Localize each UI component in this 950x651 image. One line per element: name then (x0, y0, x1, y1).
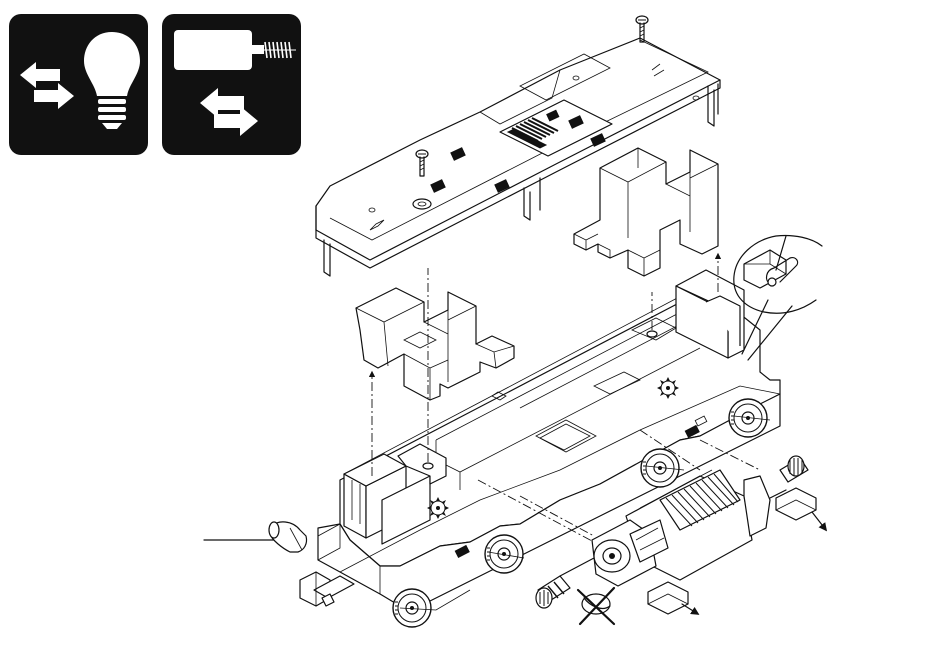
screw-2 (636, 16, 648, 42)
gear-front (427, 497, 449, 519)
wheel-4 (729, 399, 767, 437)
no-oil-symbol (578, 588, 614, 624)
wheel-3 (641, 449, 679, 487)
swap-arrows-motor-icon (162, 14, 301, 155)
motor-bracket-front (648, 582, 698, 614)
swap-arrows-bulb-icon (9, 14, 148, 155)
motor-bracket-rear (776, 488, 826, 530)
lamp-holder (574, 148, 718, 276)
wheel-2 (485, 535, 523, 573)
gear-rear (657, 377, 679, 399)
worm-rear (780, 456, 808, 482)
light-bulb (204, 522, 307, 552)
coupler (300, 572, 354, 606)
wheel-1 (393, 589, 431, 627)
worm-front (536, 576, 570, 608)
lamp-holder-2 (356, 288, 514, 400)
